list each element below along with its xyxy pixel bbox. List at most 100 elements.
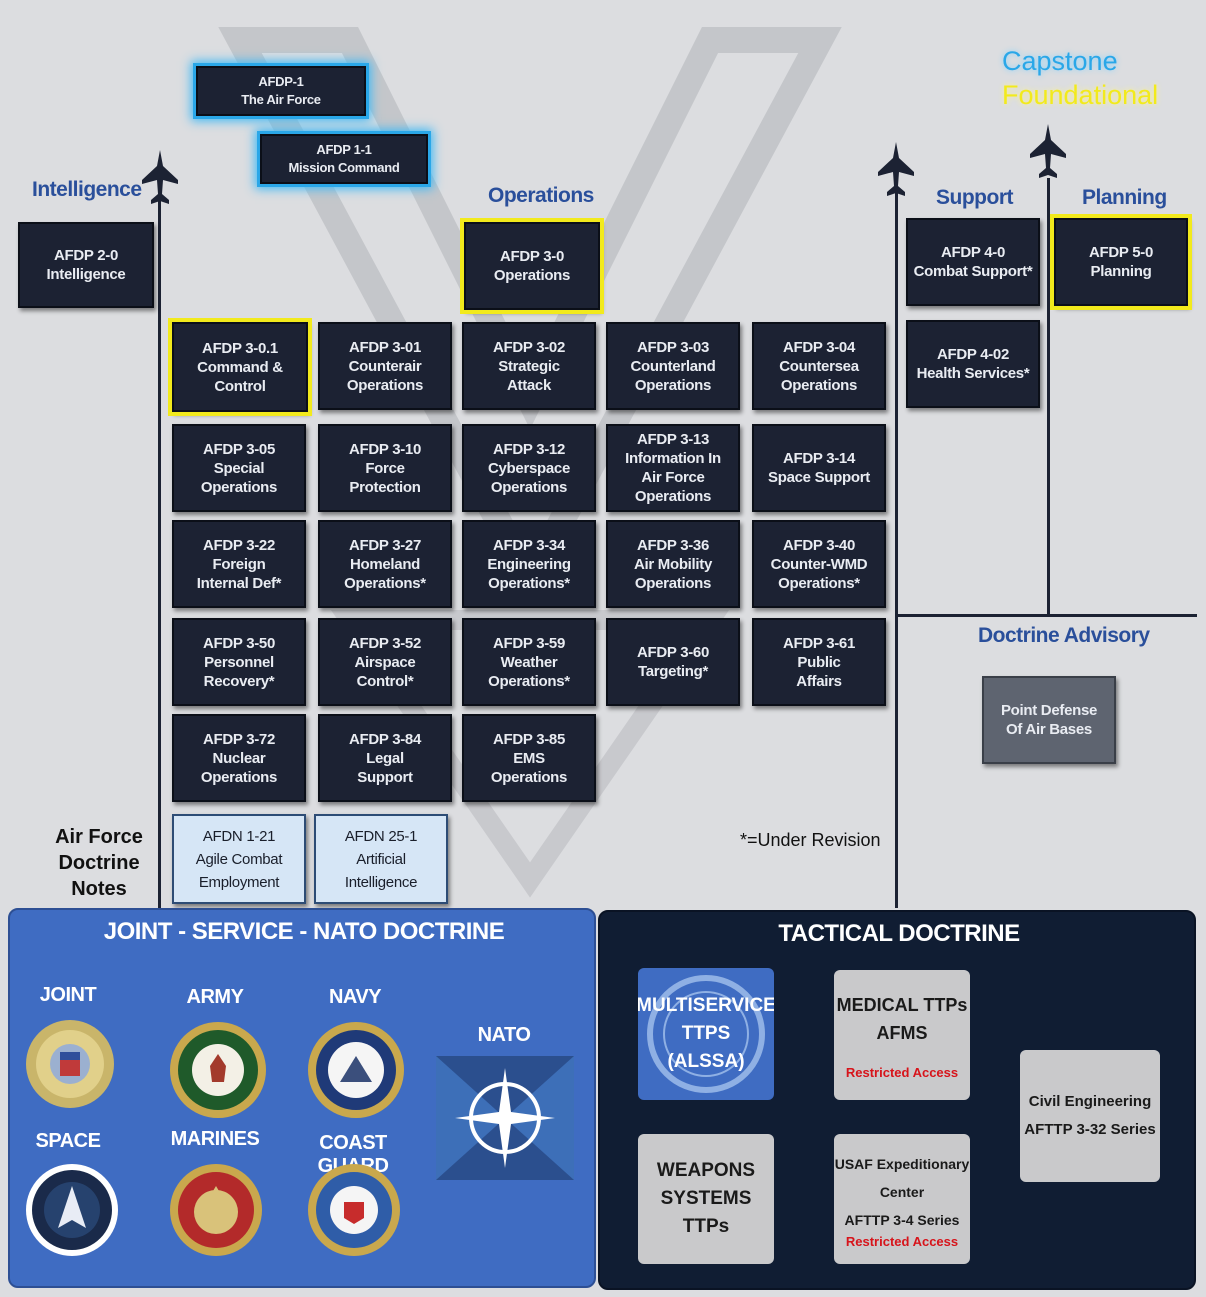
restricted-access-label: Restricted Access <box>845 1233 959 1249</box>
navy-seal-icon[interactable] <box>306 1020 406 1120</box>
doc-number: AFDP 3-50 <box>202 634 276 652</box>
afdp-3-0-1-box[interactable]: AFDP 3-0.1 Command & Control <box>168 318 312 416</box>
doc-title: Public <box>797 653 841 671</box>
doc-number: AFDP 4-0 <box>940 244 1005 261</box>
heading-doctrine-advisory: Doctrine Advisory <box>978 624 1150 647</box>
weapons-systems-ttps-box[interactable]: WEAPONS SYSTEMS TTPs <box>638 1134 774 1264</box>
revision-note: *=Under Revision <box>740 830 881 850</box>
doc-number: AFDP 3-02 <box>492 338 566 356</box>
doc-title: Force <box>365 459 405 477</box>
doc-title: Foreign <box>212 555 266 573</box>
doc-number: AFDP-1 <box>258 74 304 89</box>
doc-number: AFDP 3-34 <box>492 536 566 554</box>
afdp-5-0-box[interactable]: AFDP 5-0 Planning <box>1050 214 1192 310</box>
doc-title: Internal Def* <box>196 574 282 592</box>
doc-number: AFDP 3-60 <box>636 644 710 661</box>
afdp-3-0-box[interactable]: AFDP 3-0 Operations <box>460 218 604 314</box>
doc-title: Planning <box>1090 263 1152 280</box>
marines-seal-icon[interactable] <box>168 1162 264 1258</box>
afdn-1-21-box[interactable]: AFDN 1-21 Agile Combat Employment <box>172 814 306 904</box>
doc-title: Air Mobility <box>633 555 713 573</box>
joint-seal-icon[interactable] <box>24 1018 116 1110</box>
afdp-2-0-box[interactable]: AFDP 2-0 Intelligence <box>18 222 154 308</box>
planning-line <box>1047 178 1050 616</box>
doc-title: Legal <box>366 749 404 767</box>
legend-capstone: Capstone <box>1002 46 1118 76</box>
seal-label-navy: NAVY <box>328 986 382 1008</box>
intel-line <box>158 200 161 908</box>
afdp-4-0-box[interactable]: AFDP 4-0 Combat Support* <box>906 218 1040 306</box>
label-line: Doctrine <box>58 852 140 874</box>
doc-number: AFDN 1-21 <box>202 827 276 845</box>
doc-title: Operations <box>493 267 571 284</box>
doc-title: Operations <box>346 376 424 394</box>
doc-number: AFDP 3-12 <box>492 440 566 458</box>
civil-engineering-box[interactable]: Civil Engineering AFTTP 3-32 Series <box>1020 1050 1160 1182</box>
nato-emblem-icon[interactable] <box>436 1056 574 1180</box>
heading-support: Support <box>936 186 1013 209</box>
doc-number: AFDP 3-84 <box>348 730 422 748</box>
doc-title: Intelligence <box>344 873 418 891</box>
doc-number: AFDP 3-05 <box>202 440 276 458</box>
box-line: AFTTP 3-4 Series <box>844 1211 960 1228</box>
afdp-4-02-box[interactable]: AFDP 4-02 Health Services* <box>906 320 1040 408</box>
army-seal-icon[interactable] <box>168 1020 268 1120</box>
doc-title: Operations <box>490 478 568 496</box>
advisory-divider <box>897 614 1197 617</box>
space-seal-icon[interactable] <box>24 1162 120 1258</box>
doc-number: AFDP 3-59 <box>492 634 566 652</box>
medical-ttps-box[interactable]: MEDICAL TTPs AFMS Restricted Access <box>834 970 970 1100</box>
doc-title: Agile Combat <box>195 850 283 868</box>
doc-number: AFDP 3-36 <box>636 536 710 554</box>
afdp-1-1-box[interactable]: AFDP 1-1 Mission Command <box>260 134 428 184</box>
doc-title: Counterair <box>348 357 422 375</box>
multiservice-ttps-box[interactable]: MULTISERVICE TTPS (ALSSA) <box>638 968 774 1100</box>
doc-title: Operations* <box>778 574 860 592</box>
doc-number: AFDP 3-10 <box>348 440 422 458</box>
jet-icon <box>142 150 178 204</box>
doc-number: AFDP 3-0.1 <box>202 339 278 357</box>
afdp-1-box[interactable]: AFDP-1 The Air Force <box>196 66 366 116</box>
doc-title: Targeting* <box>637 663 709 680</box>
doc-number: AFDP 1-1 <box>316 142 372 157</box>
doc-title: Operations* <box>488 672 570 690</box>
doc-title: Operations <box>634 488 712 505</box>
doc-title: Protection <box>349 478 421 496</box>
afdn-25-1-box[interactable]: AFDN 25-1 Artificial Intelligence <box>314 814 448 904</box>
coast-guard-seal-icon[interactable] <box>306 1162 402 1258</box>
joint-service-nato-panel: JOINT - SERVICE - NATO DOCTRINE JOINT AR… <box>8 908 596 1288</box>
doc-title: Nuclear <box>212 749 266 767</box>
label-line: Notes <box>71 878 127 900</box>
point-defense-box[interactable]: Point Defense Of Air Bases <box>982 676 1116 764</box>
usaf-expeditionary-center-box[interactable]: USAF Expeditionary Center AFTTP 3-4 Seri… <box>834 1134 970 1264</box>
seal-label-joint: JOINT <box>39 984 97 1006</box>
restricted-access-label: Restricted Access <box>845 1064 959 1080</box>
doc-title: Intelligence <box>46 266 126 283</box>
box-line: TTPS <box>681 1023 731 1044</box>
doc-title: Artificial <box>356 850 406 868</box>
heading-planning: Planning <box>1082 186 1167 209</box>
doc-title: Personnel <box>204 653 274 671</box>
